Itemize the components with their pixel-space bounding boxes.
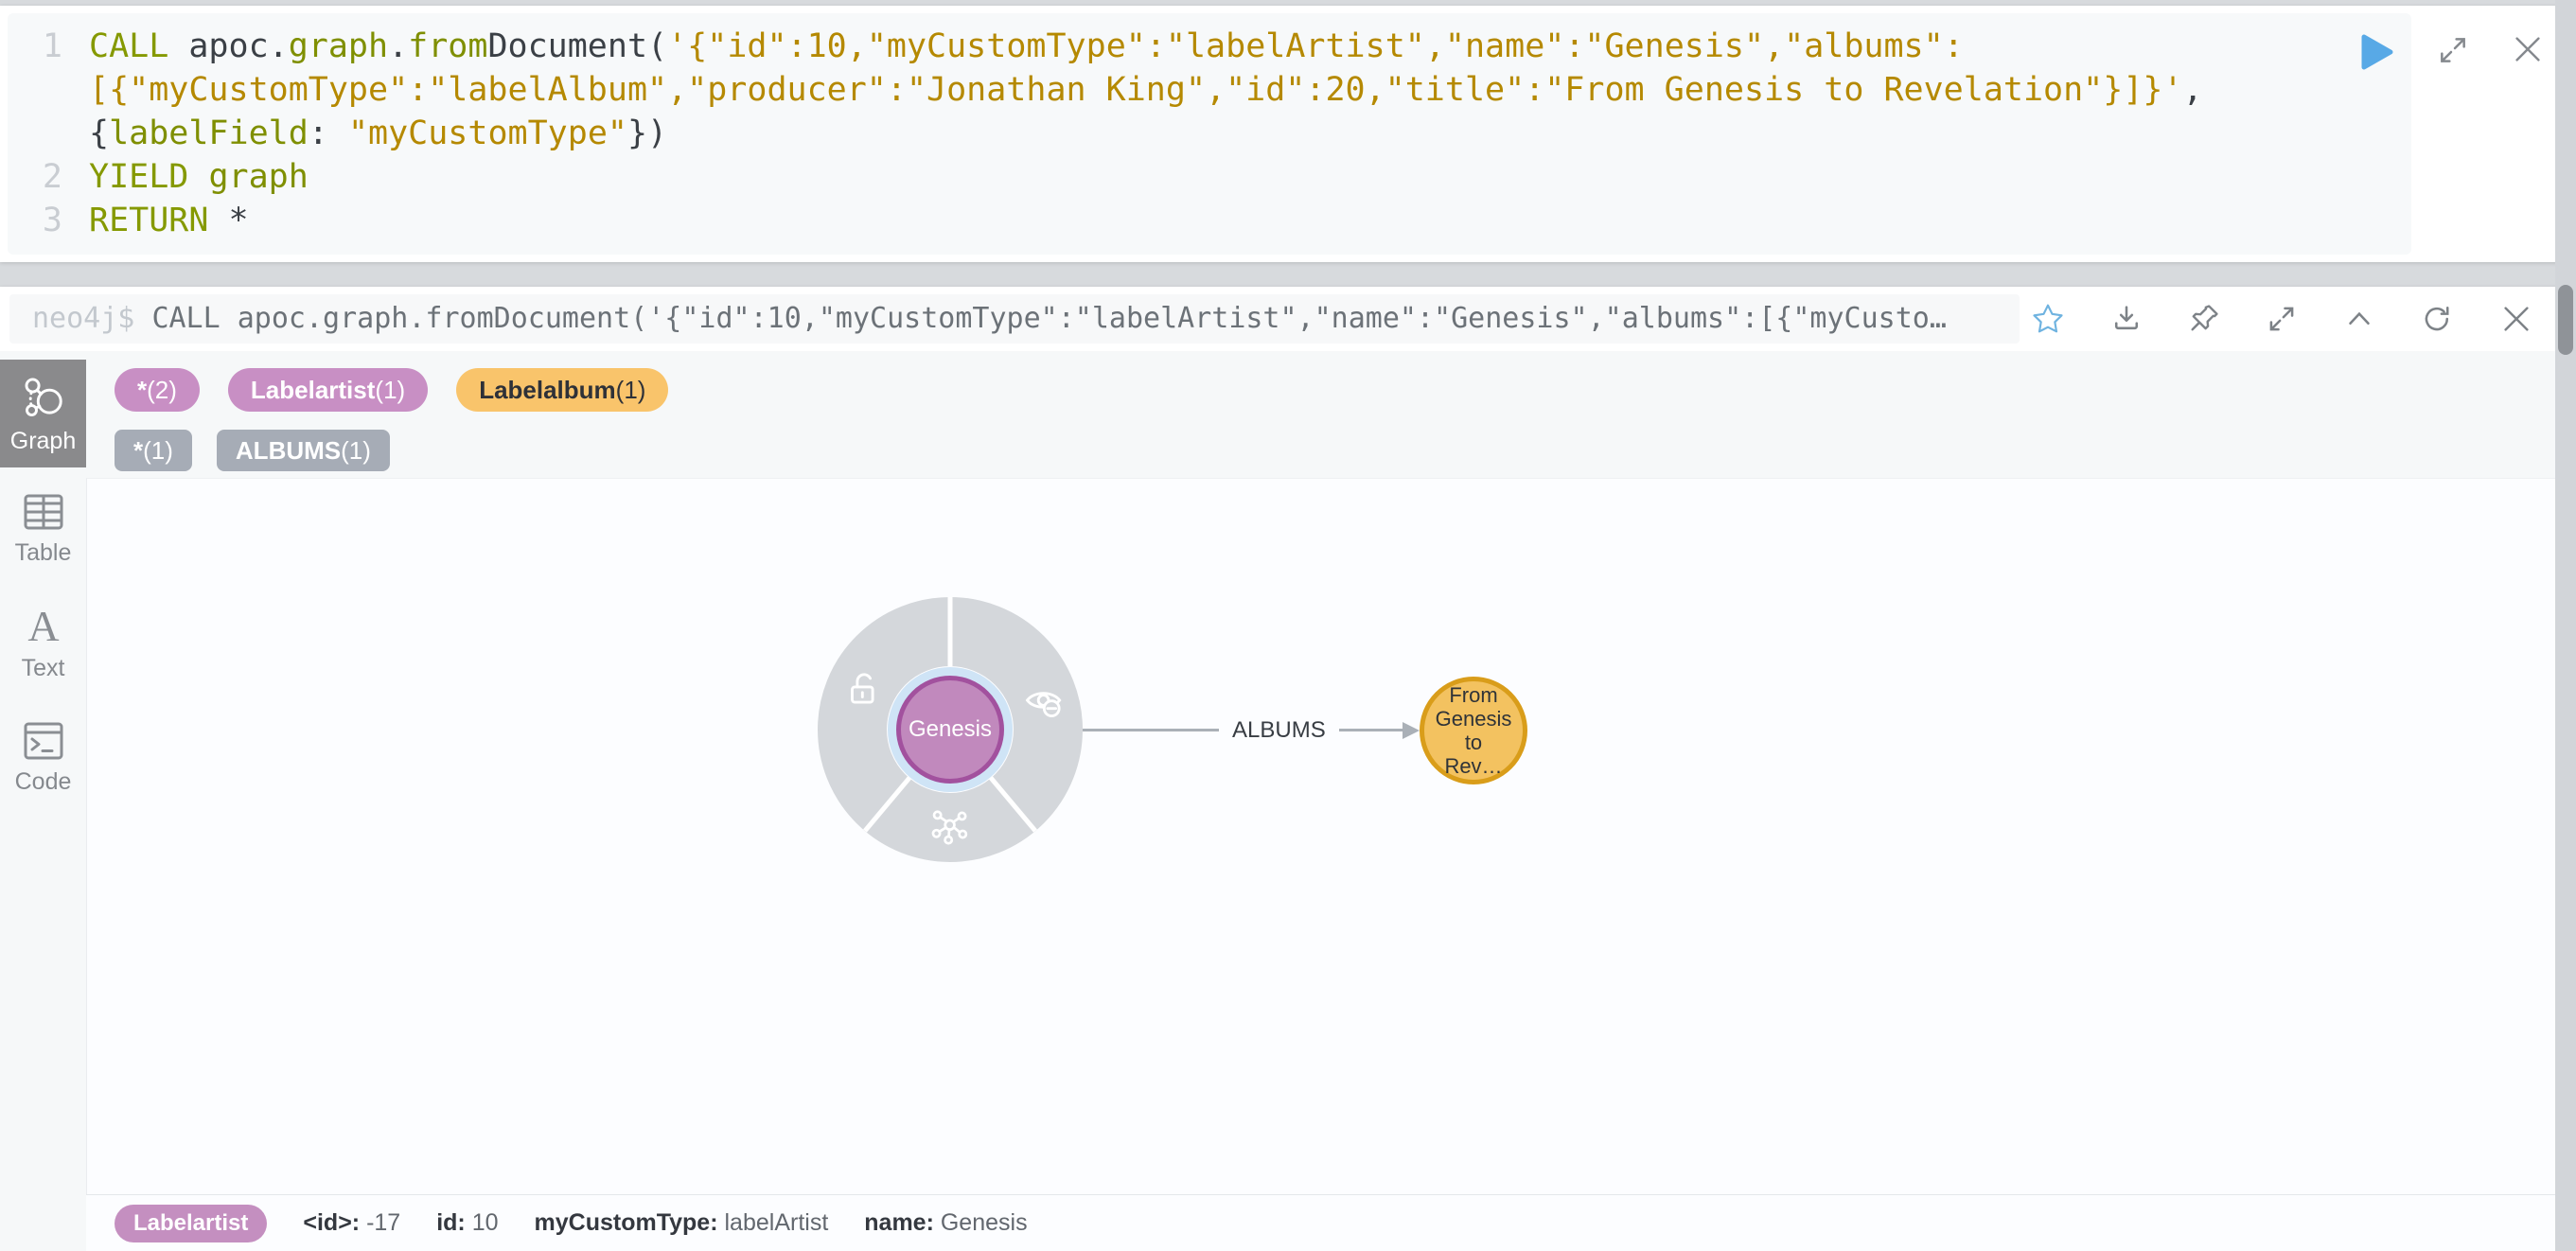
code-text: {labelField: "myCustomType"}) [89,115,668,152]
executed-query-bar[interactable]: neo4j$ CALL apoc.graph.fromDocument('{"i… [9,294,2020,344]
collapse-frame-button[interactable] [2341,301,2377,337]
result-frame-header: neo4j$ CALL apoc.graph.fromDocument('{"i… [0,287,2576,351]
code-view-icon [24,722,62,760]
code-line: {labelField: "myCustomType"}) [8,112,2411,155]
tab-text[interactable]: A Text [0,589,86,696]
tab-label: Table [14,539,72,566]
play-icon [2361,34,2393,70]
code-line: [{"myCustomType":"labelAlbum","producer"… [8,68,2411,112]
prompt-label: neo4j$ [32,302,152,335]
tab-code[interactable]: Code [0,703,86,811]
tab-table[interactable]: Table [0,474,86,582]
line-number [8,112,89,155]
close-frame-button[interactable] [2497,299,2536,339]
dismiss-node-icon[interactable] [1025,692,1062,717]
view-mode-sidebar: Graph Table A Text [0,351,86,1251]
scrollbar-thumb[interactable] [2558,285,2573,355]
star-icon [2033,304,2063,333]
code-line: 3 RETURN * [8,199,2411,242]
node-label-pill-labelalbum[interactable]: Labelalbum(1) [456,368,669,412]
unlock-icon[interactable] [851,673,874,704]
code-text: CALL apoc.graph.fromDocument('{"id":10,"… [89,27,1964,65]
pin-button[interactable] [2186,301,2222,337]
line-number: 1 [42,27,62,65]
cypher-editor[interactable]: 1 CALL apoc.graph.fromDocument('{"id":10… [8,13,2411,255]
graph-view-icon [25,378,62,417]
property-id-internal: <id>: -17 [303,1209,401,1236]
line-number: 3 [42,202,62,239]
download-button[interactable] [2108,301,2144,337]
node-genesis[interactable]: Genesis [896,676,1004,784]
frame-fullscreen-button[interactable] [2264,301,2300,337]
rel-type-pill-all[interactable]: *(1) [115,430,192,471]
chevron-up-icon [2349,311,2370,326]
tab-graph[interactable]: Graph [0,360,86,467]
page-scrollbar[interactable] [2555,0,2576,1251]
graph-canvas[interactable]: Genesis ALBUMS From Genesis to Rev… [86,478,2576,1194]
expand-relationships-icon[interactable] [931,810,968,845]
relationship-type-label[interactable]: ALBUMS [1219,715,1339,746]
line-number: 2 [42,158,62,196]
tab-label: Code [14,768,72,795]
editor-fullscreen-button[interactable] [2434,31,2472,69]
download-icon [2114,306,2139,330]
run-query-button[interactable] [2360,33,2394,71]
node-caption: From Genesis to Rev… [1435,683,1512,778]
tab-label: Text [21,655,65,681]
code-text: RETURN * [89,202,249,239]
pin-icon [2191,305,2218,331]
refresh-icon [2425,307,2449,331]
node-caption: Genesis [908,716,993,742]
result-frame: neo4j$ CALL apoc.graph.fromDocument('{"i… [0,287,2576,1251]
node-label-pill-labelartist[interactable]: Labelartist(1) [227,368,429,412]
table-view-icon [24,494,62,530]
executed-query-text: CALL apoc.graph.fromDocument('{"id":10,"… [151,302,1947,335]
tab-label: Graph [9,428,77,454]
favorite-button[interactable] [2029,300,2067,338]
rerun-query-button[interactable] [2419,301,2455,337]
result-overview-panel: *(2) Labelartist(1) Labelalbum(1) *(1) A… [86,351,2576,478]
node-label-pill-all[interactable]: *(2) [115,368,200,412]
code-line: 1 CALL apoc.graph.fromDocument('{"id":10… [8,25,2411,68]
rel-type-pill-albums[interactable]: ALBUMS(1) [216,430,390,471]
property-name: name: Genesis [864,1209,1028,1236]
code-text: [{"myCustomType":"labelAlbum","producer"… [89,71,2203,109]
line-number [8,68,89,112]
expand-icon [2269,307,2294,331]
expand-icon [2441,38,2465,62]
property-mycustomtype: myCustomType: labelArtist [534,1209,829,1236]
editor-close-button[interactable] [2508,29,2548,69]
property-id: id: 10 [436,1209,499,1236]
node-context-ring[interactable] [808,588,1092,872]
code-line: 2 YIELD graph [8,155,2411,199]
properties-status-bar: Labelartist <id>: -17 id: 10 myCustomTyp… [86,1194,2576,1251]
relationship-arrowhead-icon [1403,722,1420,739]
text-view-icon: A [27,605,59,648]
svg-text:A: A [27,605,59,648]
code-text: YIELD graph [89,158,309,196]
close-icon [2515,37,2540,62]
close-icon [2504,307,2529,331]
node-album[interactable]: From Genesis to Rev… [1420,677,1527,784]
status-label-pill[interactable]: Labelartist [115,1204,268,1242]
cypher-editor-frame: 1 CALL apoc.graph.fromDocument('{"id":10… [0,6,2576,262]
